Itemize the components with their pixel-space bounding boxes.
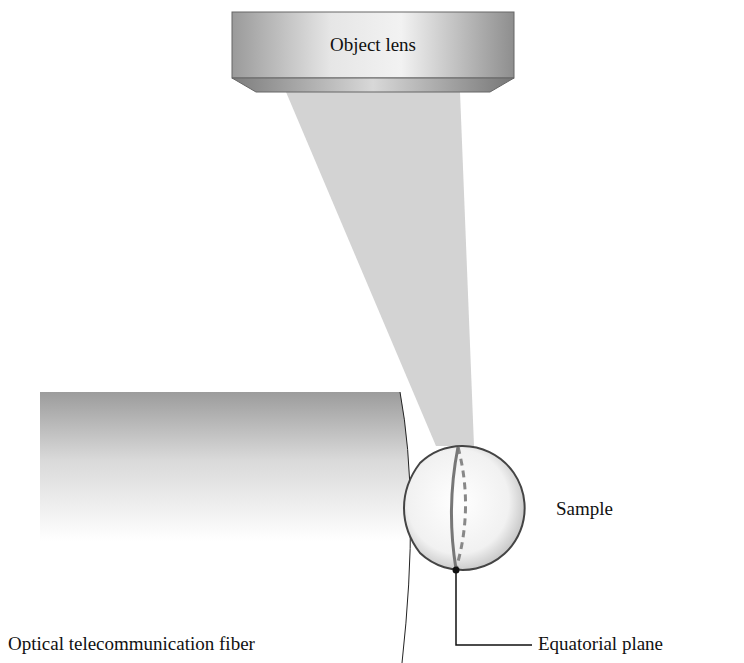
lens-barrel — [232, 12, 514, 78]
lens-box: Object lens — [232, 12, 514, 78]
lens-label: Object lens — [330, 34, 416, 56]
equator-back — [456, 447, 466, 569]
part-label: Optical telecommunication fiber — [8, 633, 255, 655]
equator-front — [451, 447, 458, 569]
part-label: Equatorial plane — [538, 633, 663, 655]
lens-bevel — [232, 78, 514, 92]
part-label: Sample — [556, 498, 613, 520]
leader-line — [456, 573, 532, 645]
equator-dot — [453, 567, 460, 574]
sample-sphere — [404, 446, 525, 570]
fiber-body — [40, 392, 411, 663]
